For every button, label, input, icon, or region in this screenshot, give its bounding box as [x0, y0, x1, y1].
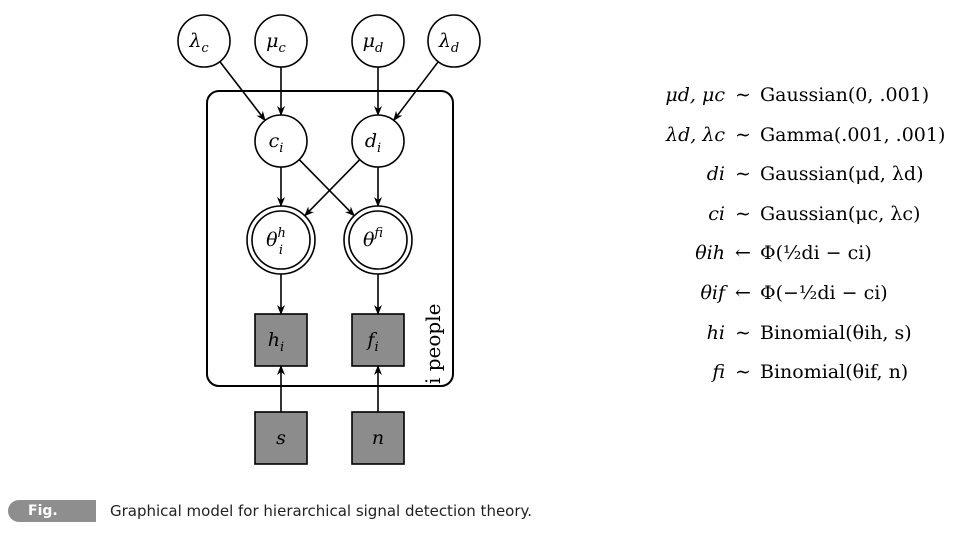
node-mu-d: μd: [351, 14, 405, 68]
equation-lhs: di: [706, 163, 725, 186]
equation-row: fi ∼ Binomial(θif, n): [600, 353, 945, 393]
equation-operator: ∼: [735, 361, 751, 384]
equation-rhs: Gaussian(μc, λc): [760, 202, 921, 225]
equation-rhs: Gaussian(μd, λd): [760, 163, 924, 186]
equation-row: θih ← Φ(½di − ci): [600, 234, 945, 274]
node-lambda-d: λd: [427, 14, 481, 68]
equation-operator: ∼: [735, 84, 751, 106]
equation-lhs: fi: [712, 361, 725, 384]
node-h-i: hi: [254, 313, 308, 367]
node-c-i: ci: [254, 114, 308, 168]
node-label: s: [276, 427, 286, 449]
equation-operator: ←: [735, 242, 751, 265]
equation-row: ci ∼ Gaussian(μc, λc): [600, 195, 945, 235]
edge-c_i-to-theta_f: [298, 159, 355, 217]
edge-lambda_c-to-c_i: [219, 61, 266, 122]
equation-row: di ∼ Gaussian(μd, λd): [600, 155, 945, 195]
figure-caption: Fig. 11.4 Graphical model for hierarchic…: [8, 500, 533, 541]
node-n: n: [351, 411, 405, 465]
equation-rhs: Binomial(θih, s): [760, 321, 912, 344]
node-label: n: [372, 427, 384, 449]
figure-number-badge: Fig. 11.4: [8, 500, 96, 541]
equation-lhs: λd, λc: [666, 123, 725, 146]
equation-row: hi ∼ Binomial(θih, s): [600, 314, 945, 354]
model-equations: μd, μc ∼ Gaussian(0, .001) λd, λc ∼ Gamma(.00…: [600, 76, 945, 393]
equation-operator: ∼: [735, 163, 751, 186]
equation-lhs: μd, μc: [665, 84, 725, 106]
equation-lhs: θif: [700, 281, 725, 304]
node-mu-c: μc: [254, 14, 308, 68]
equation-operator: ←: [735, 281, 751, 304]
edge-lambda_d-to-d_i: [393, 61, 439, 122]
edge-d_i-to-theta_h: [304, 159, 361, 217]
equation-rhs: Gaussian(0, .001): [760, 84, 930, 106]
node-f-i: fi: [351, 313, 405, 367]
equation-rhs: Binomial(θif, n): [760, 361, 909, 384]
equation-operator: ∼: [735, 123, 751, 146]
plate-label: i people: [421, 304, 445, 384]
equation-lhs: θih: [695, 242, 725, 265]
equation-lhs: ci: [708, 202, 725, 225]
node-s: s: [254, 411, 308, 465]
equation-rhs: Φ(−½di − ci): [760, 281, 888, 304]
node-theta-f: θfi: [343, 205, 413, 275]
node-lambda-c: λc: [177, 14, 231, 68]
equation-rhs: Gamma(.001, .001): [760, 123, 946, 146]
node-d-i: di: [351, 114, 405, 168]
equation-lhs: hi: [706, 321, 725, 344]
equation-rhs: Φ(½di − ci): [760, 242, 872, 265]
equation-row: θif ← Φ(−½di − ci): [600, 274, 945, 314]
equation-operator: ∼: [735, 321, 751, 344]
equation-row: μd, μc ∼ Gaussian(0, .001): [600, 76, 945, 116]
plate: [206, 90, 454, 387]
equation-operator: ∼: [735, 202, 751, 225]
equation-row: λd, λc ∼ Gamma(.001, .001): [600, 116, 945, 156]
caption-text: Graphical model for hierarchical signal …: [110, 502, 533, 520]
